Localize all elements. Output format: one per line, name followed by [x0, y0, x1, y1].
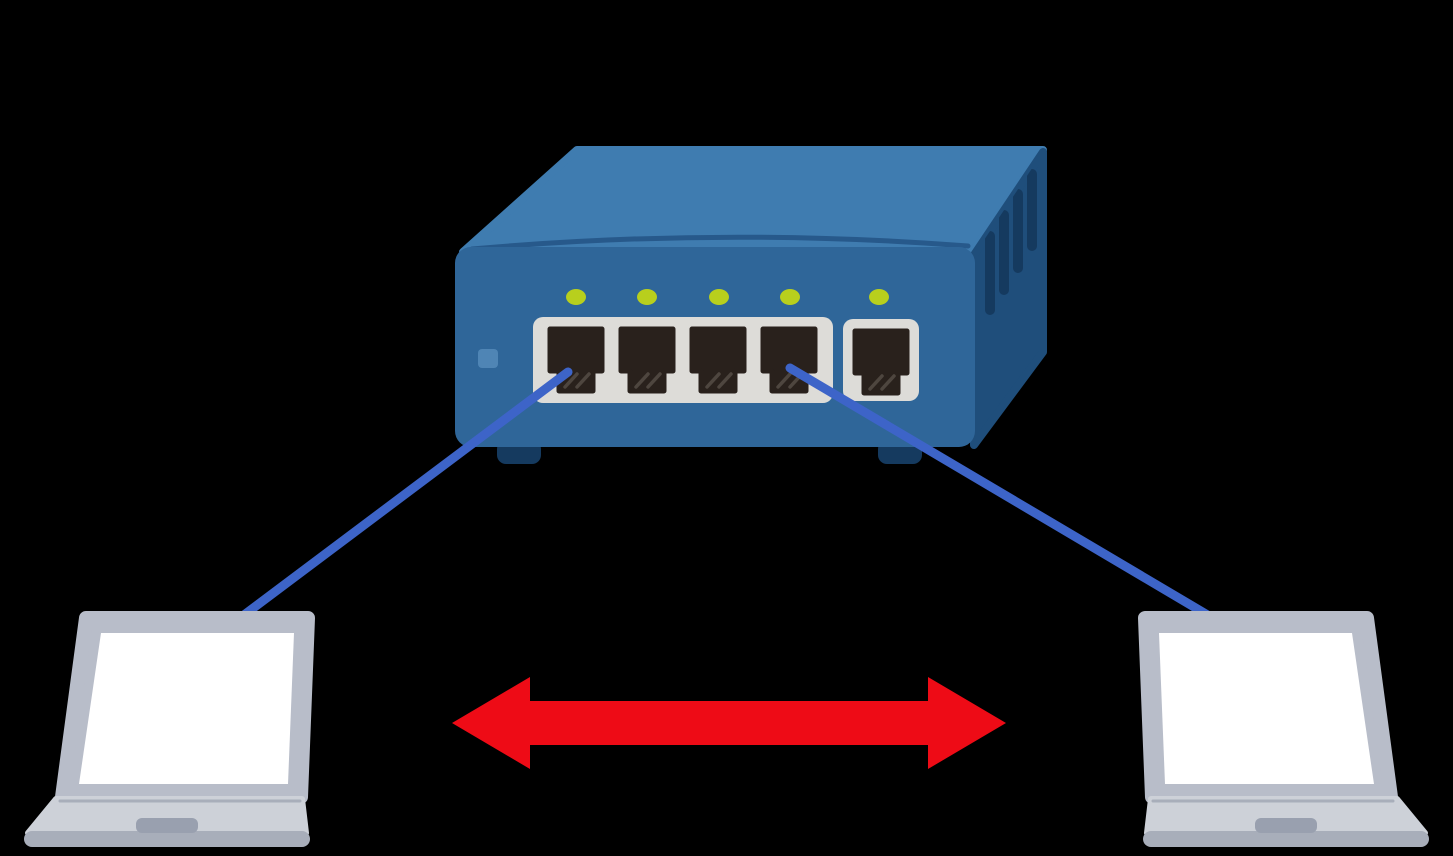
- rj45-port-2: [621, 329, 673, 391]
- switch-indicator: [478, 349, 498, 368]
- rj45-port-3: [692, 329, 744, 391]
- lan-cable-right: [785, 363, 1221, 625]
- status-led-1: [566, 289, 586, 305]
- lan-cable-left: [235, 367, 573, 623]
- rj45-port-5: [855, 331, 907, 393]
- port-panel-main: [533, 317, 833, 403]
- data-flow-arrow: [452, 677, 1006, 769]
- switch-top-ridge: [469, 234, 971, 252]
- network-switch: [455, 146, 1047, 464]
- status-led-3: [709, 289, 729, 305]
- switch-vent-slits: [985, 169, 1037, 315]
- status-leds: [566, 289, 889, 305]
- status-led-5: [869, 289, 889, 305]
- status-led-4: [780, 289, 800, 305]
- status-led-2: [637, 289, 657, 305]
